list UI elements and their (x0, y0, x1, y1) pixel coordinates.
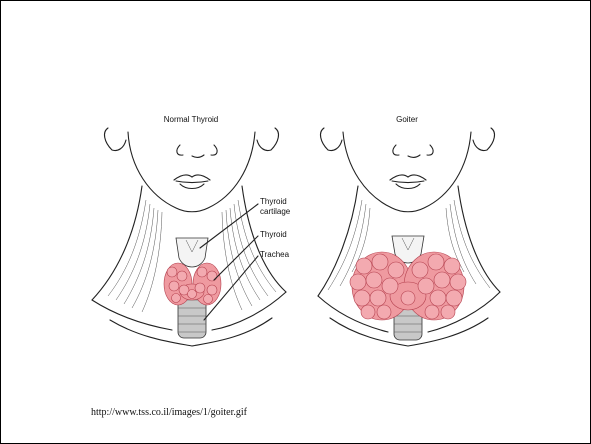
left-thyroid-gland (164, 263, 221, 305)
leader-line-thyroid (214, 236, 258, 280)
normal-thyroid-title: Normal Thyroid (164, 115, 219, 124)
right-upper-lip (390, 175, 426, 180)
goiter-panel: Goiter (318, 115, 500, 346)
left-upper-lip (174, 175, 210, 180)
normal-thyroid-panel: Normal Thyroid (92, 115, 291, 346)
left-ear-left (105, 128, 126, 151)
left-mouth-line (176, 181, 208, 183)
left-ear-right (257, 128, 278, 151)
label-thyroid: Thyroid (260, 230, 287, 239)
label-thyroid-cartilage-line2: cartilage (260, 207, 291, 216)
right-jaw-outline (343, 132, 471, 212)
right-neck-side-right (458, 186, 500, 292)
left-jaw-outline (128, 132, 255, 212)
right-mouth-line (392, 181, 424, 183)
right-nose (393, 145, 433, 157)
left-lower-lip (180, 184, 204, 189)
leader-line-cartilage (200, 204, 258, 248)
label-thyroid-cartilage-line1: Thyroid (260, 197, 287, 206)
label-trachea: Trachea (260, 250, 290, 259)
right-ear-right (473, 128, 494, 151)
goiter-title: Goiter (396, 115, 418, 124)
right-lower-lip (396, 184, 420, 189)
source-url-caption: http://www.tss.co.il/images/1/goiter.gif (91, 407, 247, 418)
right-ear-left (321, 128, 342, 151)
left-nose (177, 145, 217, 157)
